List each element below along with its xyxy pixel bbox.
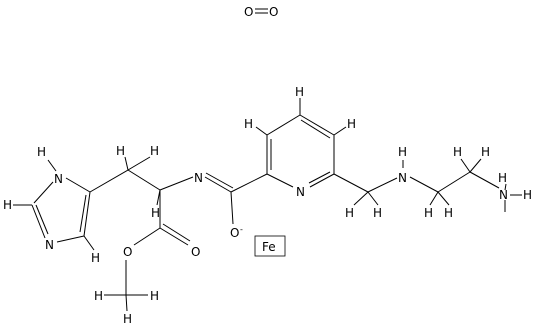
bond	[504, 183, 507, 191]
negative-charge: -	[240, 225, 243, 234]
oxygen-atom: O	[230, 226, 239, 240]
bond	[309, 173, 335, 188]
hydrogen-atom: H	[37, 145, 46, 159]
bond	[204, 176, 232, 193]
aminomethyl-group: H H H N	[333, 145, 407, 220]
ethylamine-chain: H H H H H N H	[409, 145, 532, 220]
hydrogen-atom: H	[398, 145, 407, 159]
oxygen-atom: O	[123, 245, 132, 259]
bond	[83, 235, 95, 251]
bond	[429, 191, 439, 206]
methyl-ester-group: O O H H H	[94, 223, 200, 326]
bond	[367, 191, 379, 206]
bond	[299, 114, 335, 136]
bond	[353, 191, 369, 206]
bond	[162, 223, 191, 242]
hydrogen-atom: H	[3, 198, 12, 212]
hydrogen-atom: H	[150, 289, 159, 303]
bond	[35, 204, 49, 235]
hydrogen-atom: H	[373, 206, 382, 220]
hydrogen-atom: H	[424, 206, 433, 220]
hydrogen-atom: H	[150, 144, 159, 158]
bond	[469, 158, 482, 173]
hydrogen-atom: H	[123, 312, 132, 326]
bond	[230, 173, 268, 193]
histidine-backbone: H H H N	[89, 144, 203, 228]
hydrogen-atom: H	[523, 188, 532, 202]
nitrogen-atom: N	[398, 171, 407, 185]
nitrogen-atom: N	[54, 172, 63, 186]
bond	[65, 177, 91, 193]
bond	[127, 169, 161, 191]
iron-atom: Fe	[254, 235, 286, 257]
bond	[159, 176, 194, 191]
nitrogen-atom: N	[296, 185, 305, 199]
bond	[266, 173, 294, 188]
nitrogen-atom: N	[194, 171, 203, 185]
dioxygen-molecule: O O	[244, 5, 278, 19]
bond	[56, 235, 85, 243]
hydrogen-atom: H	[151, 206, 160, 220]
oxygen-atom: O	[269, 5, 278, 19]
bond	[469, 171, 500, 189]
hydrogen-atom: H	[347, 117, 356, 131]
bond	[205, 172, 234, 189]
oxygen-atom: O	[244, 5, 253, 19]
bond	[333, 173, 369, 193]
hydrogen-atom: H	[94, 289, 103, 303]
bond	[230, 191, 234, 225]
bond	[367, 177, 398, 193]
bond	[47, 159, 57, 172]
bond	[89, 169, 129, 193]
iron-label-box	[254, 235, 286, 257]
hydrogen-atom: H	[91, 251, 100, 265]
pyridine-ring: N H H H	[244, 85, 356, 199]
bond	[124, 156, 129, 171]
bond	[133, 227, 161, 246]
bond	[266, 114, 301, 136]
imidazole-ring: H N H N H	[3, 145, 100, 265]
iron-label: Fe	[262, 240, 276, 254]
bond	[127, 156, 151, 171]
bond	[159, 227, 189, 246]
hydrogen-atom: H	[498, 171, 507, 185]
bond	[333, 126, 347, 136]
bond	[83, 191, 91, 237]
nitrogen-atom: N	[499, 188, 508, 202]
bond	[437, 191, 450, 206]
bond	[79, 194, 87, 233]
bond	[31, 204, 46, 239]
nitrogen-atom: N	[45, 238, 54, 252]
hydrogen-atom: H	[444, 206, 453, 220]
hydrogen-atom: H	[481, 145, 490, 159]
hydrogen-atom: H	[295, 85, 304, 99]
bond	[300, 119, 331, 139]
hydrogen-atom: H	[116, 144, 125, 158]
oxygen-atom: O	[191, 245, 200, 259]
bond	[460, 158, 471, 173]
bond	[33, 181, 54, 204]
imidate-group: O -	[204, 172, 268, 240]
hydrogen-atom: H	[453, 145, 462, 159]
bond	[308, 171, 331, 184]
bond	[437, 171, 471, 193]
hydrogen-atom: H	[244, 117, 253, 131]
bond	[125, 294, 128, 312]
hydrogen-atom: H	[345, 206, 354, 220]
bond	[409, 176, 439, 193]
bond	[255, 126, 268, 136]
